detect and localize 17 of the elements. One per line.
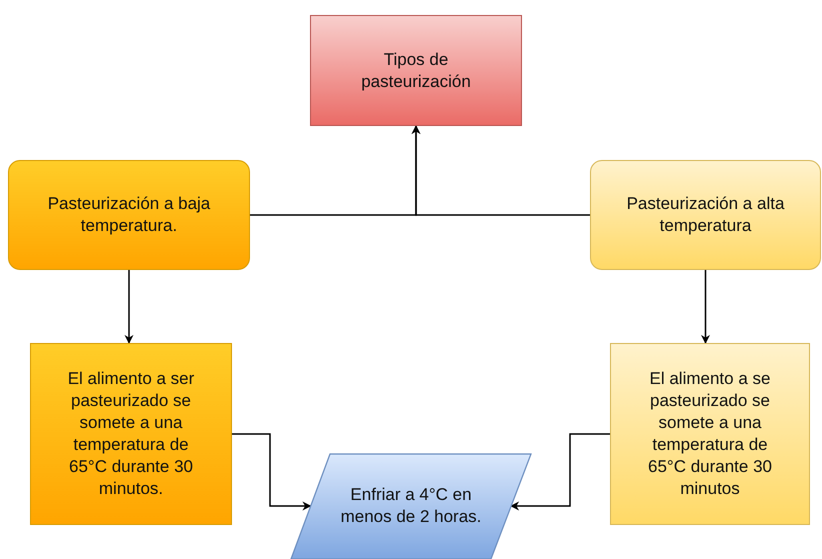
node-label: El alimento a ser pasteurizado se somete a una temperatura de 65°C durante 30 minutos. (66, 368, 196, 500)
node-label: El alimento a se pasteurizado se somete a una temperatura de 65°C durante 30 minutos (647, 368, 773, 500)
process-box (30, 343, 232, 525)
arrow (124, 270, 134, 344)
node-label: Enfriar a 4°C en menos de 2 horas. (340, 484, 482, 528)
node-label: Pasteurización a baja temperatura. (46, 193, 212, 237)
node-label: Tipos de pasteurización (360, 48, 472, 92)
title-box (310, 15, 522, 126)
process-box (590, 160, 821, 270)
data-parallelogram (290, 453, 532, 559)
process-box (8, 160, 250, 270)
arrow (701, 270, 710, 344)
node-label: Pasteurización a alta temperatura (626, 193, 786, 237)
arrow (412, 125, 590, 216)
arrow (510, 433, 610, 510)
arrow (232, 433, 312, 510)
process-box (610, 343, 810, 525)
